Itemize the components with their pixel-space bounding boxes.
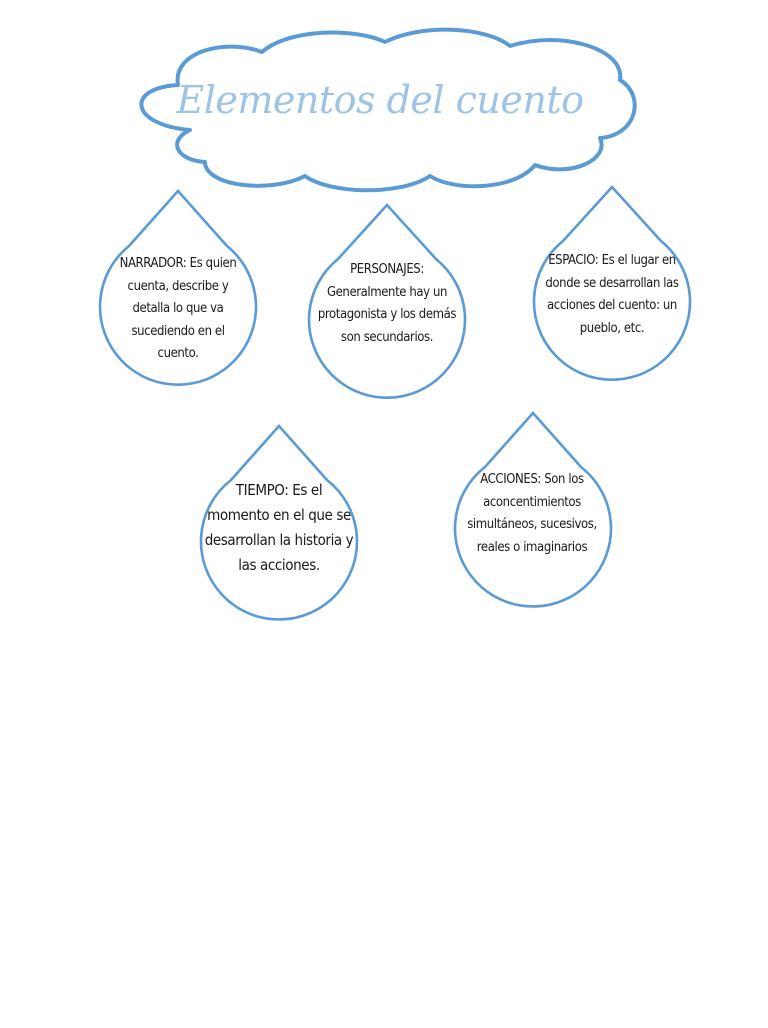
personajes-text: PERSONAJES: Generalmente hay un protagon… (317, 262, 457, 345)
drop-narrador (98, 189, 258, 386)
title-cloud (139, 27, 637, 193)
narrador-text: NARRADOR: Es quien cuenta, describe y de… (119, 256, 237, 361)
drop-espacio (532, 185, 692, 381)
acciones-text: ACCIONES: Son los aconcentimientos simul… (467, 472, 597, 555)
drop-tiempo (199, 424, 359, 621)
espacio-text: ESPACIO: Es el lugar en donde se desarro… (545, 253, 679, 336)
diagram-title: Elementos del cuento (176, 78, 584, 122)
tiempo-text: TIEMPO: Es el momento en el que se desar… (204, 481, 354, 574)
drop-acciones (453, 411, 613, 608)
drop-personajes (307, 203, 467, 399)
